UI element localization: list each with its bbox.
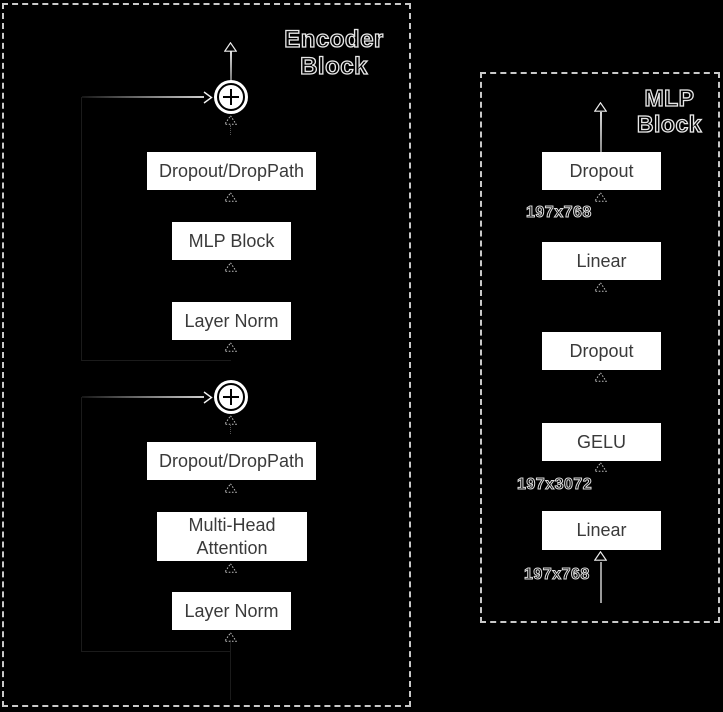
mlp-title-line1: MLP <box>644 84 695 111</box>
encoder-title-line1: Encoder <box>284 25 384 53</box>
encoder-box-dropout-droppath-bottom: Dropout/DropPath <box>147 442 316 480</box>
mlp-box-dropout-top: Dropout <box>542 152 661 190</box>
arrowhead-up-icon <box>224 192 237 202</box>
arrowhead-up-icon <box>224 42 237 52</box>
plus-icon <box>229 389 233 405</box>
arrowhead-up-icon <box>224 415 237 425</box>
encoder-box-multi-head-attention: Multi-Head Attention <box>157 512 307 561</box>
arrowhead-up-icon <box>594 462 607 472</box>
encoder-output-arrow-line <box>230 51 232 82</box>
residual-routing-line <box>81 651 231 652</box>
arrowhead-up-icon <box>594 282 607 292</box>
connector-stub <box>230 425 231 434</box>
plus-icon <box>229 89 233 105</box>
arrowhead-up-icon <box>224 483 237 493</box>
arrowhead-up-icon <box>594 192 607 202</box>
dimension-label-input: 197x768 <box>524 566 590 584</box>
encoder-box-layer-norm-upper: Layer Norm <box>172 302 291 340</box>
residual-line-top <box>82 96 204 98</box>
dimension-label-hidden: 197x3072 <box>516 476 593 494</box>
encoder-box-mlp-block: MLP Block <box>172 222 291 260</box>
mlp-box-dropout-middle: Dropout <box>542 332 661 370</box>
connector-stub <box>230 125 231 135</box>
encoder-title-line2: Block <box>299 52 368 80</box>
mlp-block-title: MLP Block <box>612 84 723 137</box>
residual-line-bottom <box>82 396 204 398</box>
encoder-box-layer-norm-lower: Layer Norm <box>172 592 291 630</box>
arrowhead-right-icon <box>203 391 213 404</box>
arrowhead-up-icon <box>224 262 237 272</box>
mlp-output-arrow-line <box>600 112 602 152</box>
add-node-bottom <box>217 383 245 411</box>
add-node-top <box>217 83 245 111</box>
residual-routing-line <box>81 97 82 360</box>
encoder-block-container <box>2 3 411 707</box>
mlp-box-gelu: GELU <box>542 423 661 461</box>
mlp-title-line2: Block <box>636 110 703 137</box>
arrowhead-up-icon <box>594 102 607 112</box>
mlp-input-arrow-line <box>600 562 602 603</box>
arrowhead-right-icon <box>203 91 213 104</box>
arrowhead-up-icon <box>594 551 607 561</box>
arrowhead-up-icon <box>594 372 607 382</box>
arrowhead-up-icon <box>224 342 237 352</box>
arrowhead-up-icon <box>224 115 237 125</box>
encoder-box-dropout-droppath-top: Dropout/DropPath <box>147 152 316 190</box>
mlp-block-container <box>480 72 720 623</box>
encoder-block-title: Encoder Block <box>259 25 409 80</box>
residual-routing-line <box>81 397 82 651</box>
residual-routing-line <box>81 360 231 361</box>
dimension-label-output: 197x768 <box>526 204 592 222</box>
mlp-box-linear-lower: Linear <box>542 511 661 550</box>
input-line-faint <box>230 640 231 700</box>
arrowhead-up-icon <box>224 632 237 642</box>
arrowhead-up-icon <box>224 563 237 573</box>
mlp-box-linear-upper: Linear <box>542 242 661 280</box>
